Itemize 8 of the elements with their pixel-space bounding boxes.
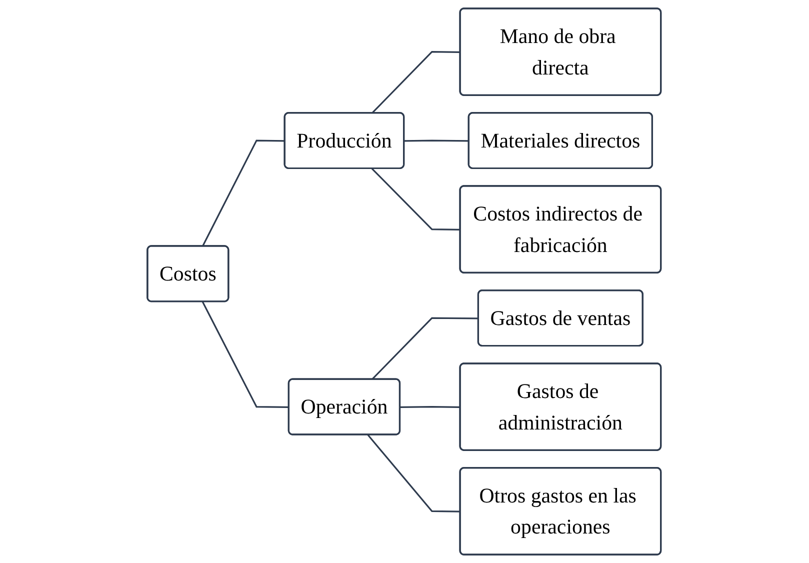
connector bbox=[372, 317, 479, 380]
connector bbox=[372, 50, 461, 114]
connector bbox=[404, 140, 470, 142]
connector bbox=[372, 168, 461, 230]
connector bbox=[202, 301, 290, 408]
connector bbox=[400, 406, 461, 408]
connector bbox=[202, 140, 286, 247]
connector bbox=[368, 434, 461, 512]
